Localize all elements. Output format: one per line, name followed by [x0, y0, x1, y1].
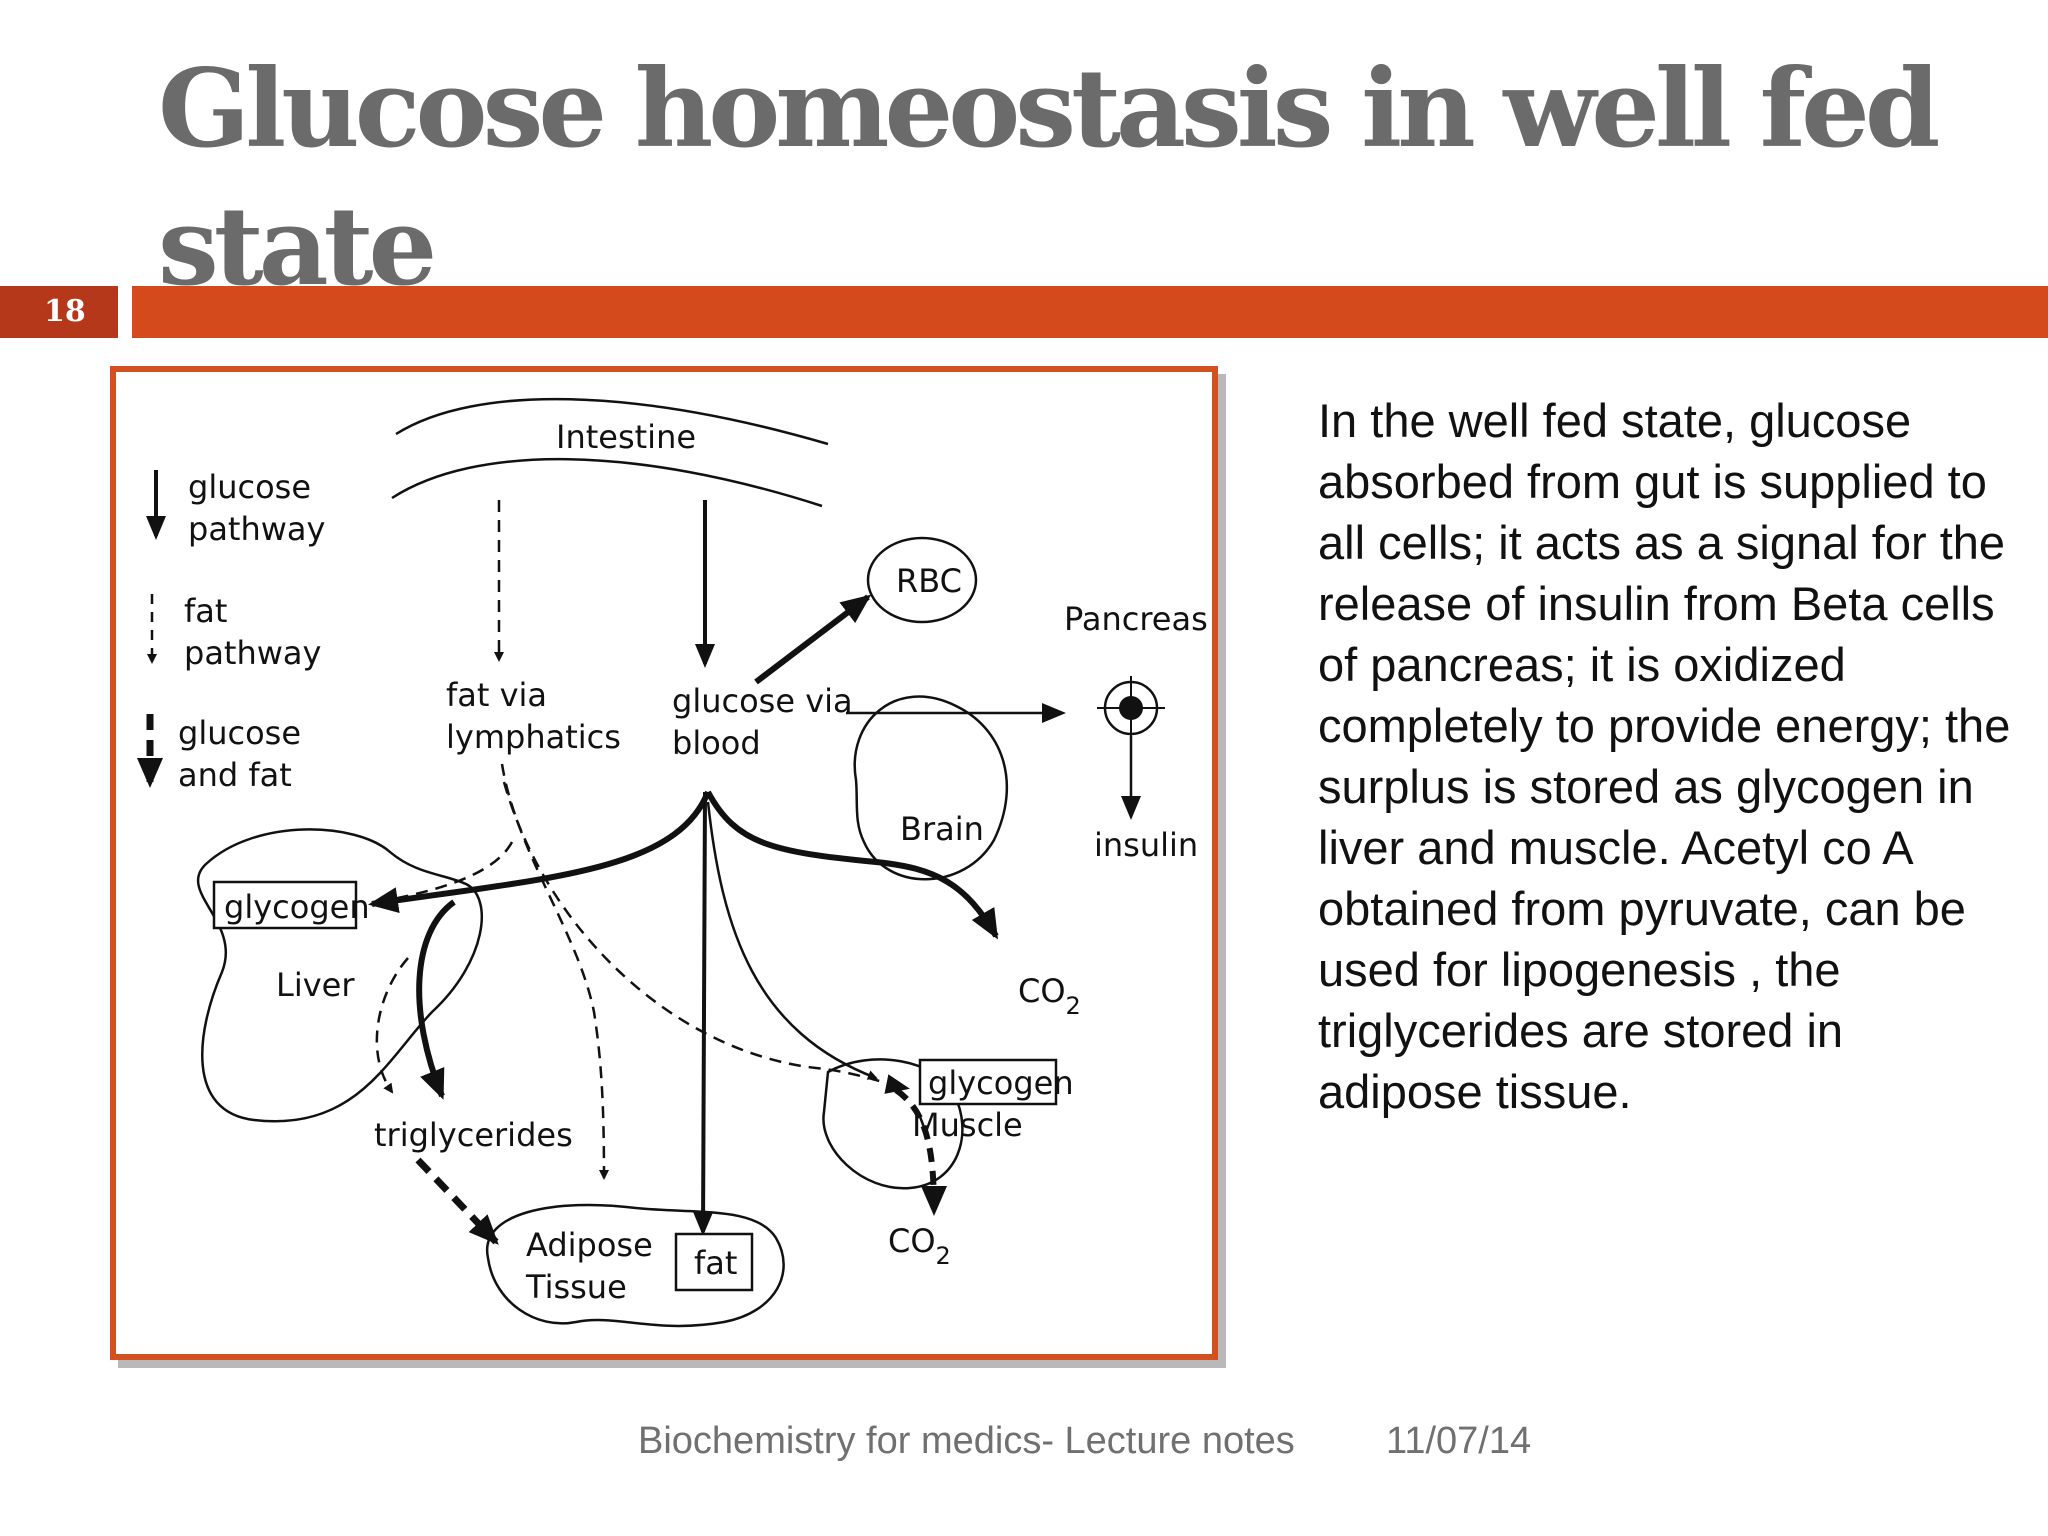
- glycogen-muscle-label: glycogen: [928, 1064, 1074, 1102]
- adipose-label-2: Tissue: [525, 1268, 627, 1306]
- co2-muscle-label: CO2: [888, 1222, 951, 1270]
- brain-label: Brain: [900, 810, 984, 848]
- glycogen-liver-label: glycogen: [224, 888, 370, 926]
- legend-glucose-label-1: glucose: [188, 468, 311, 506]
- fat-box: [674, 1232, 754, 1292]
- glycogen-muscle-box: [918, 1058, 1058, 1106]
- glucose-to-adipose-arrow: [693, 791, 714, 1236]
- glucose-to-rbc-arrow: [754, 594, 872, 685]
- glucose-via-label-1: glucose via: [672, 682, 853, 720]
- body-text: In the well fed state, glucose absorbed …: [1318, 394, 2011, 1118]
- muscle-to-co2-arrow: [894, 1087, 947, 1216]
- glucose-to-muscle-arrow: [706, 801, 878, 1080]
- rbc-cell: [866, 536, 978, 624]
- liver-label: Liver: [276, 966, 355, 1004]
- footer-course: Biochemistry for medics- Lecture notes: [638, 1420, 1295, 1462]
- diagram-frame: glucose pathway fat pathway glucose and …: [110, 366, 1218, 1360]
- legend-glucose-fat-label-1: glucose: [178, 714, 301, 752]
- legend-fat-label-2: pathway: [184, 634, 321, 672]
- triglycerides-label: triglycerides: [374, 1116, 573, 1154]
- triglycerides-to-adipose-arrow: [415, 1157, 499, 1245]
- beta-cell-icon: [1097, 676, 1165, 738]
- adipose-label-1: Adipose: [526, 1226, 653, 1264]
- legend-fat-label-1: fat: [184, 592, 227, 630]
- fat-to-adipose-arrow: [500, 763, 609, 1180]
- muscle-outline: [822, 1058, 964, 1190]
- slide-number: 18: [0, 286, 118, 338]
- fat-label: fat: [694, 1244, 737, 1282]
- intestine-label: Intestine: [556, 418, 696, 456]
- brain-outline: [853, 695, 1009, 881]
- liver-to-triglycerides-arrow: [416, 899, 456, 1100]
- legend: glucose pathway fat pathway glucose and …: [137, 468, 325, 794]
- footer-date: 11/07/14: [1386, 1420, 1532, 1462]
- intestine: Intestine: [391, 397, 829, 508]
- fat-via-label-1: fat via: [446, 676, 547, 714]
- legend-glucose-label-2: pathway: [188, 510, 325, 548]
- fat-via-label-2: lymphatics: [446, 718, 621, 756]
- rbc-label: RBC: [896, 562, 962, 600]
- adipose-outline: [485, 1203, 785, 1328]
- liver-fat-to-triglycerides-arrow: [375, 957, 409, 1094]
- glycogen-liver-box: [212, 880, 358, 930]
- glucose-to-brain-co2-arrow: [705, 790, 999, 940]
- glucose-to-liver-glycogen-arrow: [368, 790, 711, 914]
- fat-to-liver-arrow: [374, 841, 514, 906]
- accent-bar: [132, 286, 2048, 338]
- pancreas-label: Pancreas: [1064, 600, 1208, 638]
- slide-title: Glucose homeostasis in well fed state: [158, 46, 1940, 310]
- glucose-via-label-2: blood: [672, 724, 761, 762]
- legend-glucose-fat-label-2: and fat: [178, 756, 292, 794]
- metabolism-diagram: glucose pathway fat pathway glucose and …: [137, 397, 1208, 1328]
- insulin-label: insulin: [1094, 826, 1198, 864]
- muscle-label: Muscle: [912, 1106, 1023, 1144]
- co2-brain-label: CO2: [1018, 972, 1081, 1020]
